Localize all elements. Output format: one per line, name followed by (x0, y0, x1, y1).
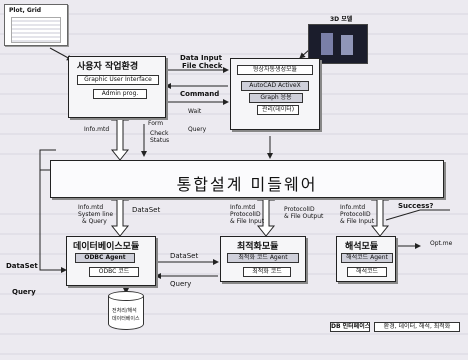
success-label: Success? (398, 202, 434, 210)
info-mtd-opt-label: Info.mtd (230, 204, 256, 211)
3d-model-figure (321, 33, 333, 55)
odbc-agent-box: ODBC Agent (75, 253, 135, 263)
optimization-module-title: 최적화모듈 (237, 242, 279, 252)
system-line-label: System line (78, 211, 114, 218)
query-top-label: Query (188, 126, 207, 133)
analysis-module-title: 해석모듈 (345, 242, 379, 252)
file-input-ana-label: & File Input (340, 218, 375, 225)
user-environment-box: 사용자 작업환경 Graphic User Interface Admin pr… (68, 56, 166, 118)
odbc-code-box: ODBC 코드 (89, 267, 139, 277)
left-dataset-label: DataSet (6, 262, 38, 270)
database-module-title: 데이터베이스모듈 (73, 242, 140, 252)
user-env-title: 사용자 작업환경 (77, 62, 139, 72)
middleware-bar: 통합설계 미들웨어 (50, 160, 444, 198)
database-module-box: 데이터베이스모듈 ODBC Agent ODBC 코드 (66, 236, 156, 286)
protocol-opt-label: ProtocolID (230, 211, 261, 218)
ana-agent-box: 해석코드 Agent (341, 253, 393, 263)
plot-grid-thumbnail: Plot, Grid (4, 4, 68, 46)
opt-agent-box: 최적화 코드 Agent (227, 253, 299, 263)
shape-module-title: 형상자동생성모듈 (237, 65, 313, 75)
opt-me-label: Opt.me (430, 240, 453, 247)
admin-prog-box: Admin prog. (93, 89, 147, 99)
autocad-box: AutoCAD ActiveX (241, 81, 309, 91)
file-check-label: File Check (182, 62, 223, 70)
3d-model-label: 3D 모델 (330, 16, 353, 23)
database-line1: 전처리/해석 (112, 308, 137, 314)
optimization-module-box: 최적화모듈 최적화 코드 Agent 최적화 코드 (220, 236, 306, 282)
plot-grid-label: Plot, Grid (9, 7, 42, 14)
mid-query-label: Query (170, 280, 192, 288)
legend-db-interface: DB 인터페이스 (330, 322, 370, 332)
check-status-label: Check Status (150, 130, 170, 144)
analysis-module-box: 해석모듈 해석코드 Agent 해석코드 (336, 236, 396, 282)
graph-box: Graph 응용 (249, 93, 303, 103)
data-input-label: Data Input (180, 54, 222, 62)
ana-code-box: 해석코드 (347, 267, 387, 277)
database-line2: 데이터베이스 (112, 316, 140, 322)
protocol-right-label: ProtocolID (284, 206, 315, 213)
form-label: Form (148, 120, 164, 127)
shape-module-box: 형상자동생성모듈 AutoCAD ActiveX Graph 응용 관리(데이터… (230, 58, 320, 130)
left-query-label: Query (12, 288, 36, 296)
file-input-opt-label: & File Input (230, 218, 265, 225)
command-label: Command (180, 90, 220, 98)
opt-code-box: 최적화 코드 (243, 267, 291, 277)
info-mtd-top-label: Info.mtd (84, 126, 110, 133)
info-mtd-db-label: Info.mtd (78, 204, 104, 211)
mid-dataset-label: DataSet (170, 252, 199, 260)
3d-model-thumbnail (308, 24, 368, 64)
3d-model-figure (341, 35, 353, 55)
data-admin-box: 관리(데이터) (257, 105, 299, 115)
middleware-title: 통합설계 미들웨어 (176, 175, 318, 194)
dataset-db-label: DataSet (132, 206, 161, 214)
legend-items: 환경, 데이터, 해석, 최적화 (374, 322, 460, 332)
plot-grid-image (11, 17, 61, 43)
query-line-label: & Query (82, 218, 107, 225)
gui-box: Graphic User Interface (77, 75, 159, 85)
database-cylinder (108, 296, 144, 330)
wait-label: Wait (188, 108, 202, 115)
protocol-ana-label: ProtocolID (340, 211, 371, 218)
file-output-label: & File Output (284, 213, 324, 220)
info-mtd-ana-label: Info.mtd (340, 204, 366, 211)
database-cylinder-top (108, 291, 144, 301)
